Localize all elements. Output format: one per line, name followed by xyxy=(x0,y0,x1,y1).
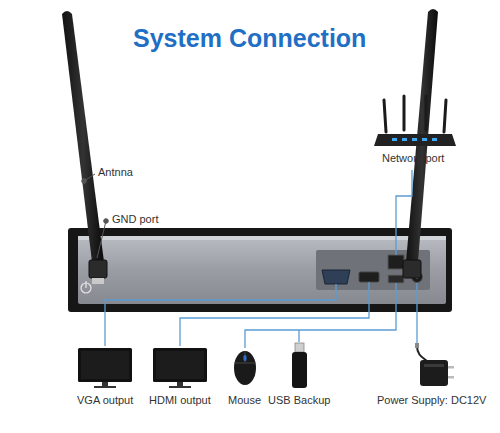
router-antenna xyxy=(403,96,406,130)
usb-wire xyxy=(245,283,396,348)
gnd-screw xyxy=(92,278,104,284)
adapter-detail xyxy=(424,364,444,367)
monitor-screen xyxy=(153,348,207,382)
hdmi-monitor xyxy=(153,348,207,388)
usb-stick xyxy=(292,343,307,388)
monitor-stand xyxy=(102,382,108,386)
vga-wire xyxy=(105,284,336,346)
hdmi-port xyxy=(359,272,379,282)
hdmi-output-label: HDMI output xyxy=(149,394,211,407)
leader-line xyxy=(97,221,106,258)
router-light xyxy=(392,138,397,141)
usb-connector xyxy=(295,343,304,352)
usb-wire xyxy=(298,330,299,342)
router-light xyxy=(432,138,437,141)
antennas xyxy=(62,9,438,284)
monitor-glass xyxy=(81,351,129,379)
left-antenna-base xyxy=(89,260,107,278)
right-antenna-base xyxy=(403,260,421,278)
vga-monitor xyxy=(78,348,132,388)
router-antenna xyxy=(425,96,428,130)
mouse-icon xyxy=(234,351,256,385)
page-title: System Connection xyxy=(133,24,366,53)
router-icon xyxy=(374,96,456,146)
power-symbol xyxy=(85,281,86,288)
router-body xyxy=(374,134,456,146)
router-light xyxy=(402,138,407,141)
mouse-wheel xyxy=(244,355,247,361)
vga-output-label: VGA output xyxy=(77,394,133,407)
router-antenna xyxy=(444,100,446,132)
power-wire xyxy=(416,283,417,346)
left-antenna xyxy=(62,11,104,262)
antenna-label: Antnna xyxy=(98,166,133,179)
mouse-body xyxy=(234,351,256,385)
adapter-prong xyxy=(448,376,454,379)
usb-backup-label: USB Backup xyxy=(268,394,330,407)
power-adapter xyxy=(415,343,454,386)
hdmi-wire xyxy=(180,282,369,346)
leader-lines xyxy=(82,174,109,258)
adapter-cable xyxy=(417,346,428,362)
nvr-rear-panel xyxy=(78,236,446,304)
router-light xyxy=(422,138,427,141)
monitor-stand xyxy=(169,386,191,388)
router-light xyxy=(412,138,417,141)
monitor-stand xyxy=(177,382,183,386)
panel-highlight xyxy=(78,236,446,240)
adapter-body xyxy=(420,360,448,386)
monitor-stand xyxy=(94,386,116,388)
mouse-seam xyxy=(245,352,246,363)
usb-port xyxy=(388,275,404,283)
gnd-port-label: GND port xyxy=(112,213,158,226)
network-wire xyxy=(396,170,412,255)
wires xyxy=(105,170,417,348)
power-supply-label: Power Supply: DC12V xyxy=(377,394,486,407)
leader-dot xyxy=(104,219,109,224)
router-antenna xyxy=(384,100,386,132)
vga-port xyxy=(322,270,350,284)
monitor-glass xyxy=(156,351,204,379)
network-port xyxy=(388,255,404,269)
leader-dot xyxy=(82,179,87,184)
usb-body xyxy=(292,352,307,388)
mouse-label: Mouse xyxy=(228,394,261,407)
monitor-screen xyxy=(78,348,132,382)
dc-plug xyxy=(415,343,419,348)
network-port-label: Network port xyxy=(382,152,444,165)
adapter-prong xyxy=(448,366,454,369)
